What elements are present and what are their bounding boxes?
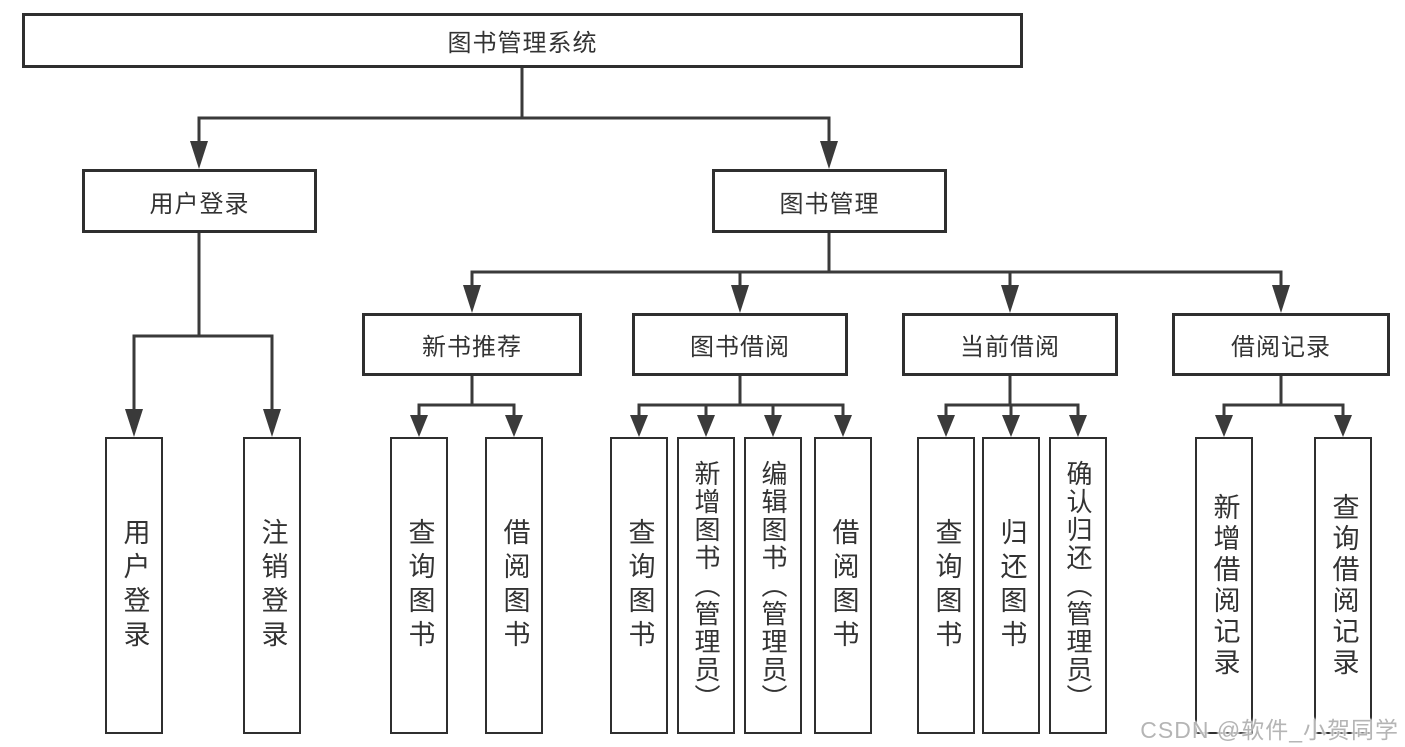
watermark: CSDN @软件_小贺同学 <box>1140 717 1399 743</box>
leaf-query-borrow-record: 查询借阅记录 <box>1314 437 1372 734</box>
leaf-query-book-borrow-label: 查询图书 <box>624 517 655 654</box>
leaf-confirm-return-admin: 确认归还（管理员） <box>1049 437 1107 734</box>
leaf-borrow-book-recommend: 借阅图书 <box>485 437 543 734</box>
node-borrow-record: 借阅记录 <box>1172 313 1390 376</box>
leaf-add-book-admin-label: 新增图书（管理员） <box>691 459 721 712</box>
leaf-add-borrow-record: 新增借阅记录 <box>1195 437 1253 734</box>
node-root-label: 图书管理系统 <box>447 30 598 57</box>
node-root: 图书管理系统 <box>22 13 1023 68</box>
node-book-management: 图书管理 <box>712 169 947 233</box>
leaf-borrow-book: 借阅图书 <box>814 437 872 734</box>
node-new-book-recommend: 新书推荐 <box>362 313 582 376</box>
leaf-add-book-admin: 新增图书（管理员） <box>677 437 735 734</box>
leaf-query-book-current-label: 查询图书 <box>931 517 962 654</box>
node-borrow-record-label: 借阅记录 <box>1231 334 1331 361</box>
leaf-return-book-label: 归还图书 <box>996 517 1027 654</box>
leaf-edit-book-admin-label: 编辑图书（管理员） <box>758 459 788 712</box>
leaf-borrow-book-recommend-label: 借阅图书 <box>499 517 530 654</box>
node-book-borrow-label: 图书借阅 <box>690 334 790 361</box>
leaf-return-book: 归还图书 <box>982 437 1040 734</box>
leaf-add-borrow-record-label: 新增借阅记录 <box>1209 492 1240 679</box>
node-user-login: 用户登录 <box>82 169 317 233</box>
node-current-borrow: 当前借阅 <box>902 313 1118 376</box>
leaf-borrow-book-label: 借阅图书 <box>828 517 859 654</box>
node-new-book-recommend-label: 新书推荐 <box>422 334 522 361</box>
leaf-query-book-borrow: 查询图书 <box>610 437 668 734</box>
node-current-borrow-label: 当前借阅 <box>960 334 1060 361</box>
leaf-user-login-label: 用户登录 <box>119 517 150 654</box>
leaf-user-login: 用户登录 <box>105 437 163 734</box>
leaf-query-book-recommend: 查询图书 <box>390 437 448 734</box>
leaf-logout-label: 注销登录 <box>257 517 288 654</box>
leaf-confirm-return-admin-label: 确认归还（管理员） <box>1063 459 1093 712</box>
leaf-edit-book-admin: 编辑图书（管理员） <box>744 437 802 734</box>
leaf-logout: 注销登录 <box>243 437 301 734</box>
node-book-management-label: 图书管理 <box>779 190 880 218</box>
leaf-query-book-recommend-label: 查询图书 <box>404 517 435 654</box>
leaf-query-borrow-record-label: 查询借阅记录 <box>1328 492 1359 679</box>
node-book-borrow: 图书借阅 <box>632 313 848 376</box>
leaf-query-book-current: 查询图书 <box>917 437 975 734</box>
node-user-login-label: 用户登录 <box>149 190 250 218</box>
